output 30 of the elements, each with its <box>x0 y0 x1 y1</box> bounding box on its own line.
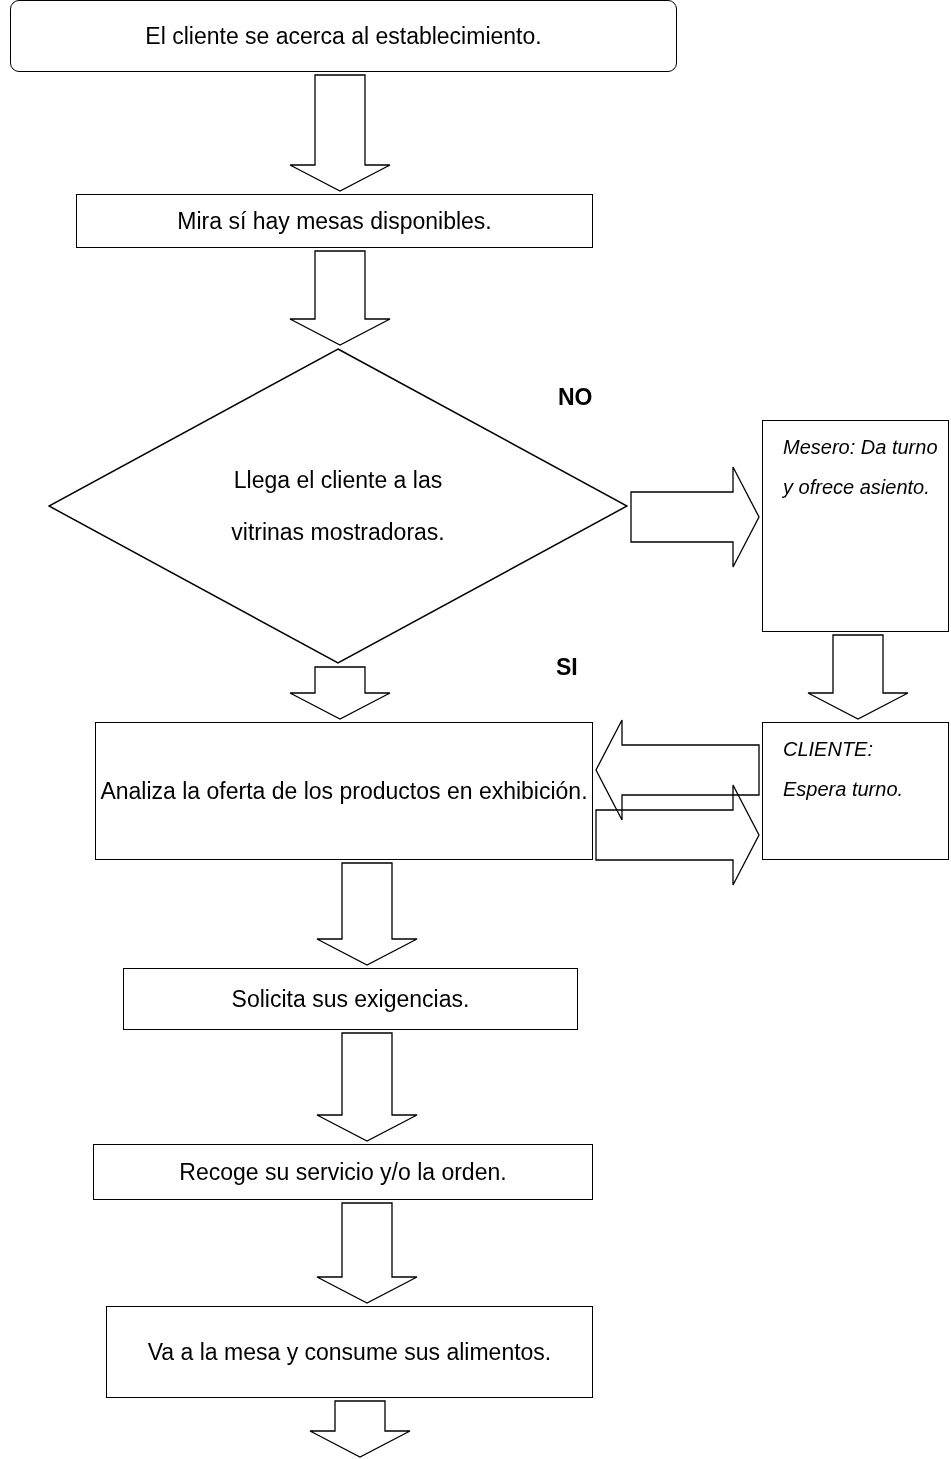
block-arrow <box>595 784 760 886</box>
node-text: Analiza la oferta de los productos en exhibición. <box>100 777 588 805</box>
node-text: Solicita sus exigencias. <box>231 985 470 1013</box>
node-text: Mesero: Da turno y ofrece asiento. <box>783 435 938 500</box>
node-text: El cliente se acerca al establecimiento. <box>145 22 542 50</box>
node-text: Recoge su servicio y/o la orden. <box>179 1158 507 1186</box>
note-box <box>762 420 949 632</box>
block-arrow <box>595 719 760 821</box>
process-box <box>95 722 593 860</box>
block-arrow <box>807 634 909 720</box>
process-box <box>76 194 593 248</box>
branch-label: NO <box>558 384 593 411</box>
block-arrow <box>309 1400 411 1458</box>
start-box <box>10 0 677 72</box>
process-box <box>93 1144 593 1200</box>
node-text: Mira sí hay mesas disponibles. <box>177 207 492 235</box>
branch-label: SI <box>556 654 578 681</box>
node-text: Llega el cliente a las vitrinas mostradoras. <box>230 466 446 547</box>
process-box <box>123 968 578 1030</box>
block-arrow <box>630 466 760 568</box>
node-text: CLIENTE: Espera turno. <box>783 737 905 802</box>
block-arrow <box>289 250 391 346</box>
block-arrow <box>316 1202 418 1304</box>
block-arrow <box>289 74 391 192</box>
process-box <box>106 1306 593 1398</box>
block-arrow <box>316 1032 418 1142</box>
note-box <box>762 722 949 860</box>
node-text: Va a la mesa y consume sus alimentos. <box>147 1338 552 1366</box>
block-arrow <box>316 862 418 966</box>
block-arrow <box>289 666 391 720</box>
